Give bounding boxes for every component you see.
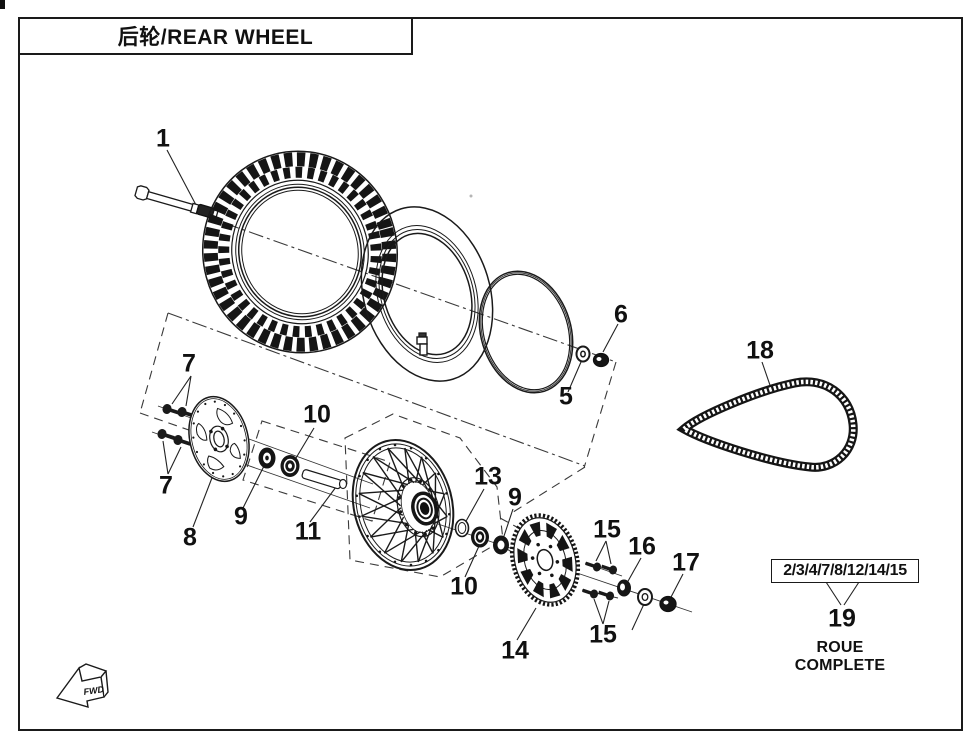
part-wheel-rim [351,438,455,572]
speck [469,194,473,198]
callout-1: 1 [156,124,170,153]
callout-9-right: 9 [508,483,522,512]
callout-13: 13 [474,462,502,491]
part-spacer-16 [617,579,631,597]
part-bolts-15 [582,561,618,601]
part-axle [134,185,219,219]
part-seal-9-right [493,535,509,555]
callout-14: 14 [501,636,529,665]
fwd-arrow-icon: FWD [55,663,109,708]
part-washer-5-upper [575,345,591,363]
callout-15-upper: 15 [593,515,621,544]
group-ref-box: 2/3/4/7/8/12/14/15 [771,559,919,583]
part-tire [201,150,399,354]
callout-8: 8 [183,523,197,552]
part-bearing-10-right [471,526,489,548]
part-spacer-13 [454,518,470,538]
title-box: 后轮/REAR WHEEL [18,17,413,55]
part-spacer-tube-11 [301,469,348,490]
fwd-label: FWD [83,684,105,697]
part-nut-6 [592,352,610,368]
valve-stem [416,332,428,356]
part-washer-5-lower [637,588,653,606]
callout-17: 17 [672,548,700,577]
callout-18: 18 [746,336,774,365]
callout-19: 19 [828,604,856,633]
wheel-hub [396,477,440,538]
part-drive-chain [676,377,858,472]
callout-7-upper: 7 [182,349,196,378]
part-inner-tube [360,206,494,382]
page-title: 后轮/REAR WHEEL [117,26,314,49]
callout-16: 16 [628,532,656,561]
callout-6: 6 [614,300,628,329]
callout-5-upper: 5 [559,382,573,411]
callout-7-lower: 7 [159,471,173,500]
group-caption: ROUE COMPLETE [794,639,886,674]
page-border [18,17,963,731]
part-seal-9-left [258,447,276,469]
part-brake-disc [188,395,250,483]
callout-15-lower: 15 [589,620,617,649]
scan-corner-mark [0,0,5,9]
part-sprocket [509,513,581,607]
callout-9-left: 9 [234,502,248,531]
part-rim-band [478,270,574,394]
spokes [358,447,448,563]
callout-10-lower: 10 [450,572,478,601]
leader-lines [162,149,860,641]
part-nut-17 [659,595,677,613]
callout-10-upper: 10 [303,400,331,429]
group-ref-text: 2/3/4/7/8/12/14/15 [783,562,907,579]
part-bearing-10-left [280,455,300,477]
callout-11: 11 [294,517,322,546]
